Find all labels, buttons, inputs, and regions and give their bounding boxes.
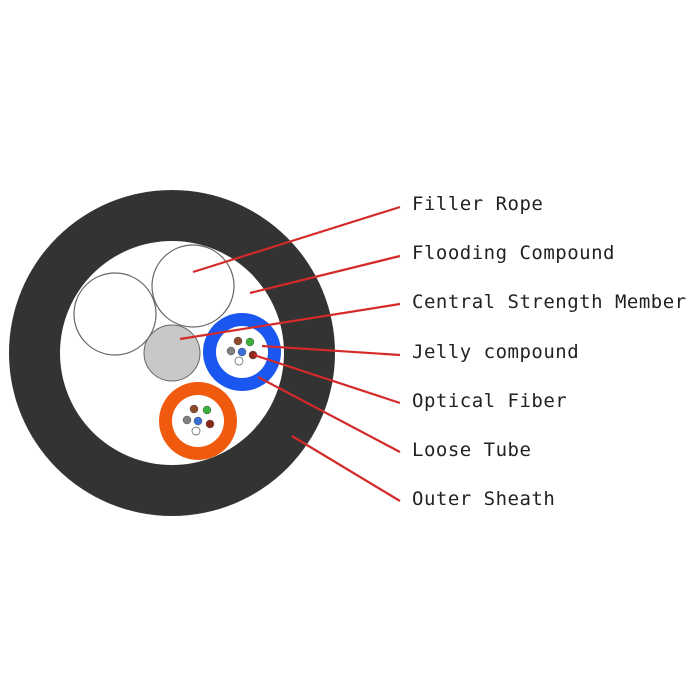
leader-line-optical-fiber — [253, 353, 401, 405]
leader-line-jelly-compound — [261, 344, 401, 357]
fiber — [226, 346, 236, 356]
fiber — [189, 404, 199, 414]
fiber — [233, 336, 243, 346]
optical-fibers-orange — [182, 404, 215, 436]
leader-line-loose-tube — [257, 376, 401, 453]
fiber — [245, 337, 255, 347]
fiber — [237, 347, 247, 357]
leader-line-outer-sheath — [291, 435, 401, 502]
fiber — [205, 419, 215, 429]
central-strength-member — [143, 324, 201, 382]
label-jelly-compound: Jelly compound — [412, 341, 580, 363]
leader-lines — [179, 205, 401, 502]
fiber — [202, 405, 212, 415]
label-optical-fiber: Optical Fiber — [412, 390, 568, 412]
label-outer-sheath: Outer Sheath — [412, 488, 556, 510]
label-central-strength-member: Central Strength Member — [412, 291, 687, 313]
leader-line-filler-rope — [192, 205, 401, 274]
filler-rope-left — [73, 272, 157, 356]
fiber — [234, 356, 244, 366]
fiber — [191, 426, 201, 436]
filler-rope-top — [151, 244, 235, 328]
label-filler-rope: Filler Rope — [412, 193, 544, 215]
fiber — [193, 416, 203, 426]
fiber — [182, 415, 192, 425]
optical-fibers-blue — [226, 336, 258, 366]
leader-line-central-strength-member — [179, 302, 401, 341]
label-flooding-compound: Flooding Compound — [412, 242, 615, 264]
leader-line-flooding-compound — [249, 254, 401, 295]
label-loose-tube: Loose Tube — [412, 439, 532, 461]
